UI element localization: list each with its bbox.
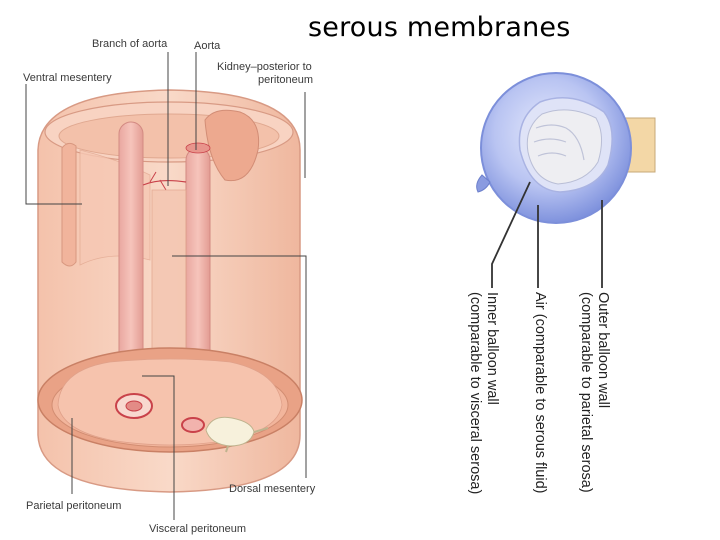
balloon-diagram <box>477 73 655 288</box>
inner-wall-line1: Inner balloon wall <box>483 292 500 494</box>
label-dorsal-mesentery: Dorsal mesentery <box>229 483 315 495</box>
label-kidney-line2: peritoneum <box>258 74 313 86</box>
outer-wall-line2: (comparable to parietal serosa) <box>577 292 594 493</box>
label-parietal-peritoneum: Parietal peritoneum <box>26 500 121 512</box>
label-branch-of-aorta: Branch of aorta <box>92 38 167 50</box>
label-visceral-peritoneum: Visceral peritoneum <box>149 523 246 535</box>
label-inner-balloon-wall: Inner balloon wall (comparable to viscer… <box>466 292 500 494</box>
outer-wall-line1: Outer balloon wall <box>594 292 611 493</box>
inner-wall-line2: (comparable to visceral serosa) <box>466 292 483 494</box>
label-air: Air (comparable to serous fluid) <box>531 292 548 493</box>
ventral-mesentery <box>62 143 76 266</box>
aorta-cross-section <box>182 418 204 432</box>
label-aorta: Aorta <box>194 40 220 52</box>
label-outer-balloon-wall: Outer balloon wall (comparable to pariet… <box>577 292 611 493</box>
label-ventral-mesentery: Ventral mesentery <box>23 72 112 84</box>
air-line1: Air (comparable to serous fluid) <box>531 292 548 493</box>
label-kidney-line1: Kidney–posterior to <box>217 61 312 73</box>
